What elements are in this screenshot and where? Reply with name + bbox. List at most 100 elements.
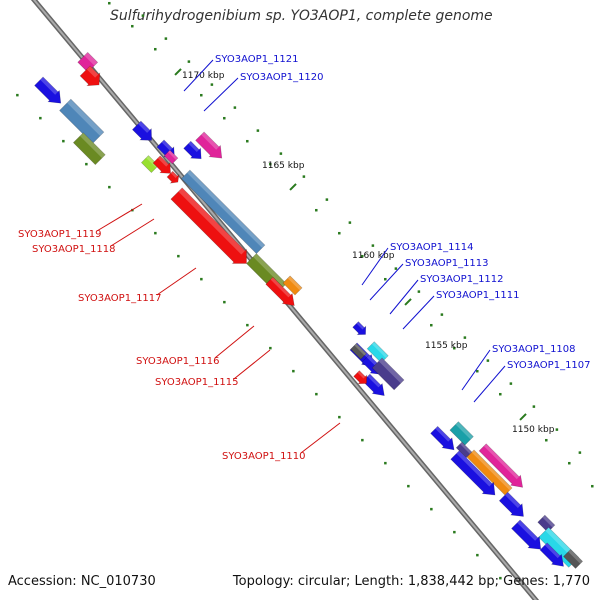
scale-tick [532, 405, 536, 408]
scale-tick [384, 461, 387, 465]
scale-tick [486, 359, 490, 362]
scale-tick [476, 369, 479, 373]
gene-blue-d-shine [188, 141, 200, 153]
gene-blue-k-shape [498, 491, 524, 517]
gene-red-b [152, 155, 171, 174]
gene-olive-a-shape [72, 132, 106, 166]
label-leader-line [389, 279, 419, 315]
scale-tick [315, 392, 318, 396]
map-title: Sulfurihydrogenibium sp. YO3AOP1, comple… [110, 8, 493, 24]
accession-text: Accession: NC_010730 [8, 574, 156, 589]
gene-blue-k [498, 491, 524, 517]
label-leader-line [110, 218, 155, 247]
scale-tick [223, 300, 226, 304]
gene-red-f-shape [353, 370, 368, 385]
gene-red-c [166, 170, 180, 184]
scale-tick [164, 37, 168, 40]
gene-blue-l [511, 519, 542, 550]
gene-olive-b-shine [253, 253, 287, 287]
gene-blue-i-shine [435, 426, 451, 442]
gene-gray-a-shine [354, 343, 367, 356]
scale-tick [348, 221, 352, 224]
gene-blue-j-shape [450, 450, 496, 496]
gene-teal-a [449, 421, 474, 446]
gene-pink-d-shape [163, 149, 179, 165]
scale-tick [223, 116, 226, 120]
scale-tick [325, 198, 329, 201]
gene-steelblue-b-shape [180, 169, 266, 255]
gene-pink-b-shape [195, 131, 223, 159]
scale-tick [108, 185, 111, 189]
gene-purple-a [371, 357, 405, 391]
scale-tick [154, 231, 157, 235]
scale-tick [384, 277, 387, 281]
scale-tick [578, 451, 582, 454]
gene-pink-a-shine [84, 52, 98, 66]
scale-tick [417, 290, 421, 293]
scale-tick [430, 507, 433, 511]
gene-purple-b-shine [460, 442, 472, 454]
scale-tick [16, 93, 19, 97]
scale-tick [108, 1, 111, 5]
gene-red-d-shine [178, 187, 246, 255]
gene-blue-b-shine [138, 121, 150, 133]
gene-pink-c-shape [478, 443, 524, 488]
gene-red-f-shine [357, 370, 366, 379]
scale-tick [141, 14, 145, 17]
scale-tick [361, 438, 364, 442]
gene-red-d [170, 187, 247, 264]
gene-red-a-shape [79, 65, 101, 87]
gene-blue-d-shape [183, 140, 202, 160]
gene-blue-c-shine [161, 139, 173, 151]
gene-label-top: SYO3AOP1_1108 [492, 344, 576, 355]
gene-label-bottom: SYO3AOP1_1116 [136, 356, 220, 367]
gene-blue-e [352, 321, 367, 336]
scale-tick [499, 576, 502, 580]
gene-gray-a [350, 343, 367, 360]
scale-tick [509, 382, 513, 385]
gene-orange-a-shine [287, 275, 303, 291]
label-leader-line [300, 422, 341, 454]
gene-label-top: SYO3AOP1_1114 [390, 242, 474, 253]
gene-red-c-shape [166, 170, 180, 184]
gene-label-top: SYO3AOP1_1112 [420, 274, 504, 285]
gene-purple-c-shine [542, 515, 555, 528]
scale-tick [131, 24, 134, 28]
gene-steelblue-b [180, 169, 266, 255]
gene-pink-b [195, 131, 223, 159]
scale-tick [39, 116, 42, 120]
scale-tick [499, 392, 502, 396]
scale-tick [338, 231, 341, 235]
gene-blue-m [539, 542, 564, 567]
gene-pink-d [163, 149, 179, 165]
gene-blue-g-shine [366, 354, 379, 367]
gene-blue-i [430, 425, 455, 451]
gene-purple-a-shine [378, 357, 405, 384]
gene-cyan-a-shine [371, 341, 389, 359]
gene-label-bottom: SYO3AOP1_1118 [32, 244, 116, 255]
gene-blue-l-shape [511, 519, 542, 550]
scale-tick [246, 139, 249, 143]
scale-tick [338, 415, 341, 419]
scale-tick [292, 369, 295, 373]
scale-tick [279, 152, 283, 155]
scale-tick [476, 553, 479, 557]
gene-purple-a-shape [371, 357, 405, 391]
scale-tick [246, 323, 249, 327]
label-leader-line [183, 59, 214, 92]
scale-tick [407, 484, 410, 488]
gene-orange-a [282, 275, 303, 296]
gene-red-e-shine [270, 277, 291, 298]
gene-red-f [353, 370, 368, 385]
gene-label-top: SYO3AOP1_1111 [436, 290, 520, 301]
gene-gray-a-shape [350, 343, 367, 360]
gene-blue-k-shine [504, 492, 521, 508]
label-leader-line [402, 295, 435, 330]
scale-tick [430, 323, 433, 327]
label-leader-line [369, 263, 404, 301]
gene-blue-a-shape [34, 76, 62, 104]
scale-label: 1165 kbp [262, 161, 305, 171]
scale-tick [269, 162, 272, 166]
gene-label-bottom: SYO3AOP1_1119 [18, 229, 102, 240]
